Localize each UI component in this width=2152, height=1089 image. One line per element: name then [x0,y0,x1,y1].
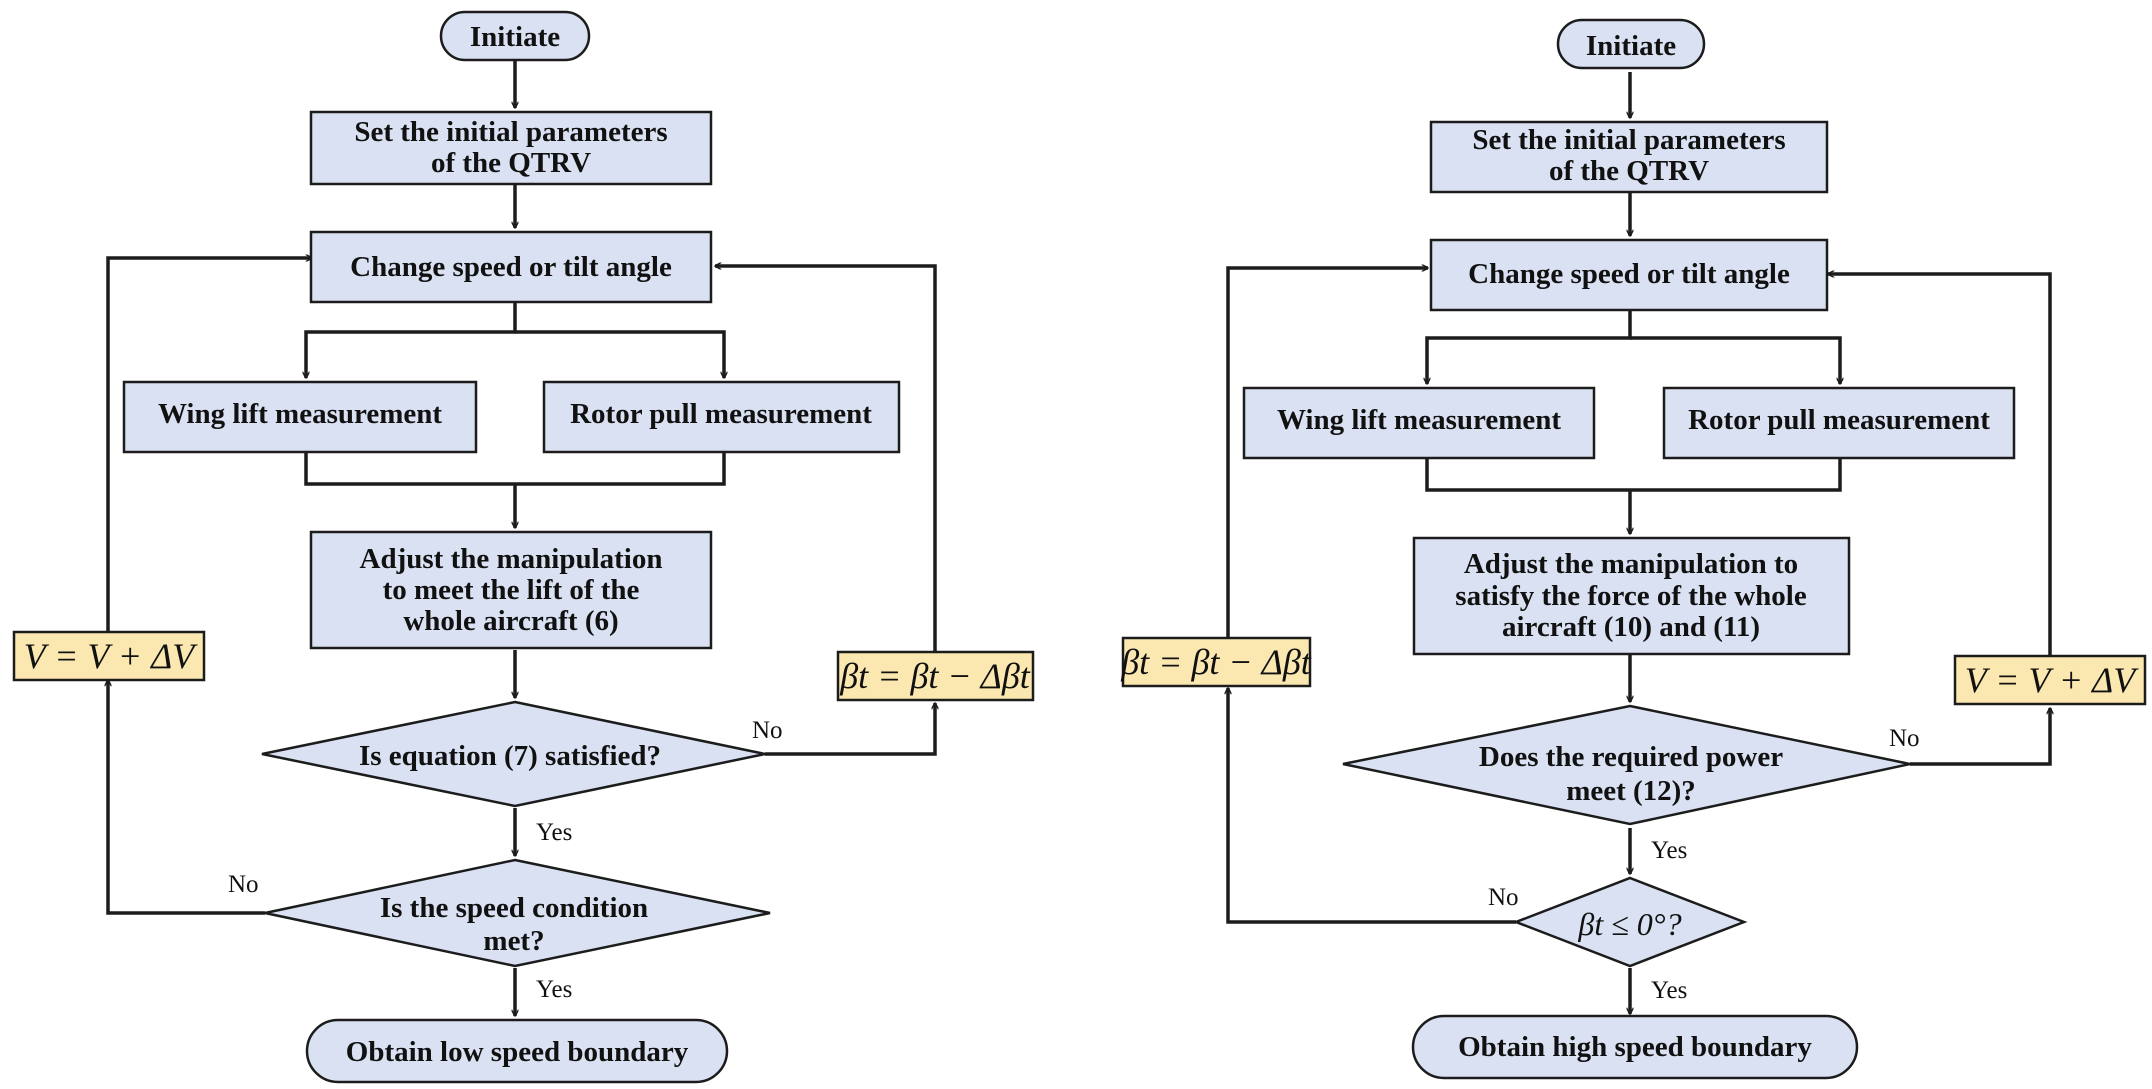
left-connectors [108,60,935,1016]
right-end-label: Obtain high speed boundary [1458,1031,1812,1063]
left-decision2-diamond [264,858,771,968]
right-connectors [1228,72,2050,1014]
left-loop-speed [106,258,312,637]
left-end-terminal [305,1018,729,1084]
left-no-branch-1 [765,703,935,756]
left-no-label-2: No [228,871,259,898]
left-adjust-line3: whole aircraft (6) [403,605,618,637]
left-adjust-line2: to meet the lift of the [383,574,640,606]
right-start-label: Initiate [1586,30,1676,62]
right-no-branch-2 [1228,688,1516,924]
right-yes-label-2: Yes [1651,977,1687,1004]
right-init-line1: Set the initial parameters [1472,124,1785,156]
right-wing-label: Wing lift measurement [1277,404,1561,436]
right-no-label-1: No [1889,725,1920,752]
left-arrow-to-wing [306,300,517,378]
right-wing-box [1242,386,1596,460]
left-init-line2: of the QTRV [431,147,591,179]
right-change-box [1429,238,1829,312]
right-start-terminal [1556,18,1706,70]
right-yes-label-1: Yes [1651,837,1687,864]
left-flowchart: Initiate Set the initial parameters of t… [12,10,1035,1084]
left-wing-box [122,380,478,454]
left-no-label-1: No [752,717,783,744]
left-decision1-diamond [261,700,766,808]
left-init-box [309,110,713,186]
left-adjust-box [309,530,713,650]
left-update-tilt-formula: βt = βt − Δβt [839,656,1031,696]
right-decision1-line1: Does the required power [1479,741,1783,773]
left-wing-label: Wing lift measurement [158,398,442,430]
left-start-label: Initiate [470,21,560,53]
right-adjust-box [1412,536,1851,656]
left-change-box [309,230,713,304]
left-end-label: Obtain low speed boundary [346,1036,689,1068]
left-decision1-label: Is equation (7) satisfied? [359,740,661,772]
left-init-line1: Set the initial parameters [354,116,667,148]
right-update-speed-formula: V = V + ΔV [1965,660,2139,700]
right-update-speed-box [1953,654,2147,706]
left-rotor-label: Rotor pull measurement [570,398,872,430]
left-update-speed-box [12,630,206,682]
right-decision1-line2: meet (12)? [1566,775,1696,807]
right-change-label: Change speed or tilt angle [1468,258,1790,290]
left-decision2-line1: Is the speed condition [380,892,648,924]
left-update-tilt-box [836,650,1035,702]
left-merge-line [304,450,726,486]
right-decision1-diamond [1342,704,1911,826]
left-change-label: Change speed or tilt angle [350,251,672,283]
right-arrow-to-rotor [1630,336,1840,384]
right-merge-line [1425,458,1842,492]
right-loop-speed [1828,274,2052,658]
left-adjust-line1: Adjust the manipulation [360,543,663,575]
left-loop-tilt [715,266,937,660]
right-adjust-line3: aircraft (10) and (11) [1502,611,1760,643]
right-no-label-2: No [1488,884,1519,911]
left-update-speed-formula: V = V + ΔV [24,636,198,676]
left-rotor-box [542,380,901,454]
right-update-tilt-formula: βt = βt − Δβt [1120,642,1312,682]
right-init-line2: of the QTRV [1549,155,1709,187]
left-yes-label-2: Yes [536,976,572,1003]
left-decision2-line2: met? [483,925,544,957]
right-flowchart: Initiate Set the initial parameters of t… [1120,18,2147,1080]
right-no-branch-1 [1910,708,2050,766]
right-rotor-label: Rotor pull measurement [1688,404,1990,436]
right-init-box [1429,120,1829,194]
right-adjust-line2: satisfy the force of the whole [1455,580,1807,612]
right-decision2-diamond [1512,876,1748,968]
left-arrow-to-rotor [515,330,724,378]
right-adjust-line1: Adjust the manipulation to [1464,548,1798,580]
right-decision2-label: βt ≤ 0°? [1577,906,1681,942]
right-loop-tilt [1226,268,1428,641]
right-end-terminal [1411,1014,1859,1080]
left-no-branch-2 [108,680,265,915]
left-yes-label-1: Yes [536,819,572,846]
right-arrow-to-wing [1427,308,1632,384]
right-update-tilt-box [1121,636,1312,688]
left-start-terminal [439,10,591,62]
right-rotor-box [1662,386,2016,460]
